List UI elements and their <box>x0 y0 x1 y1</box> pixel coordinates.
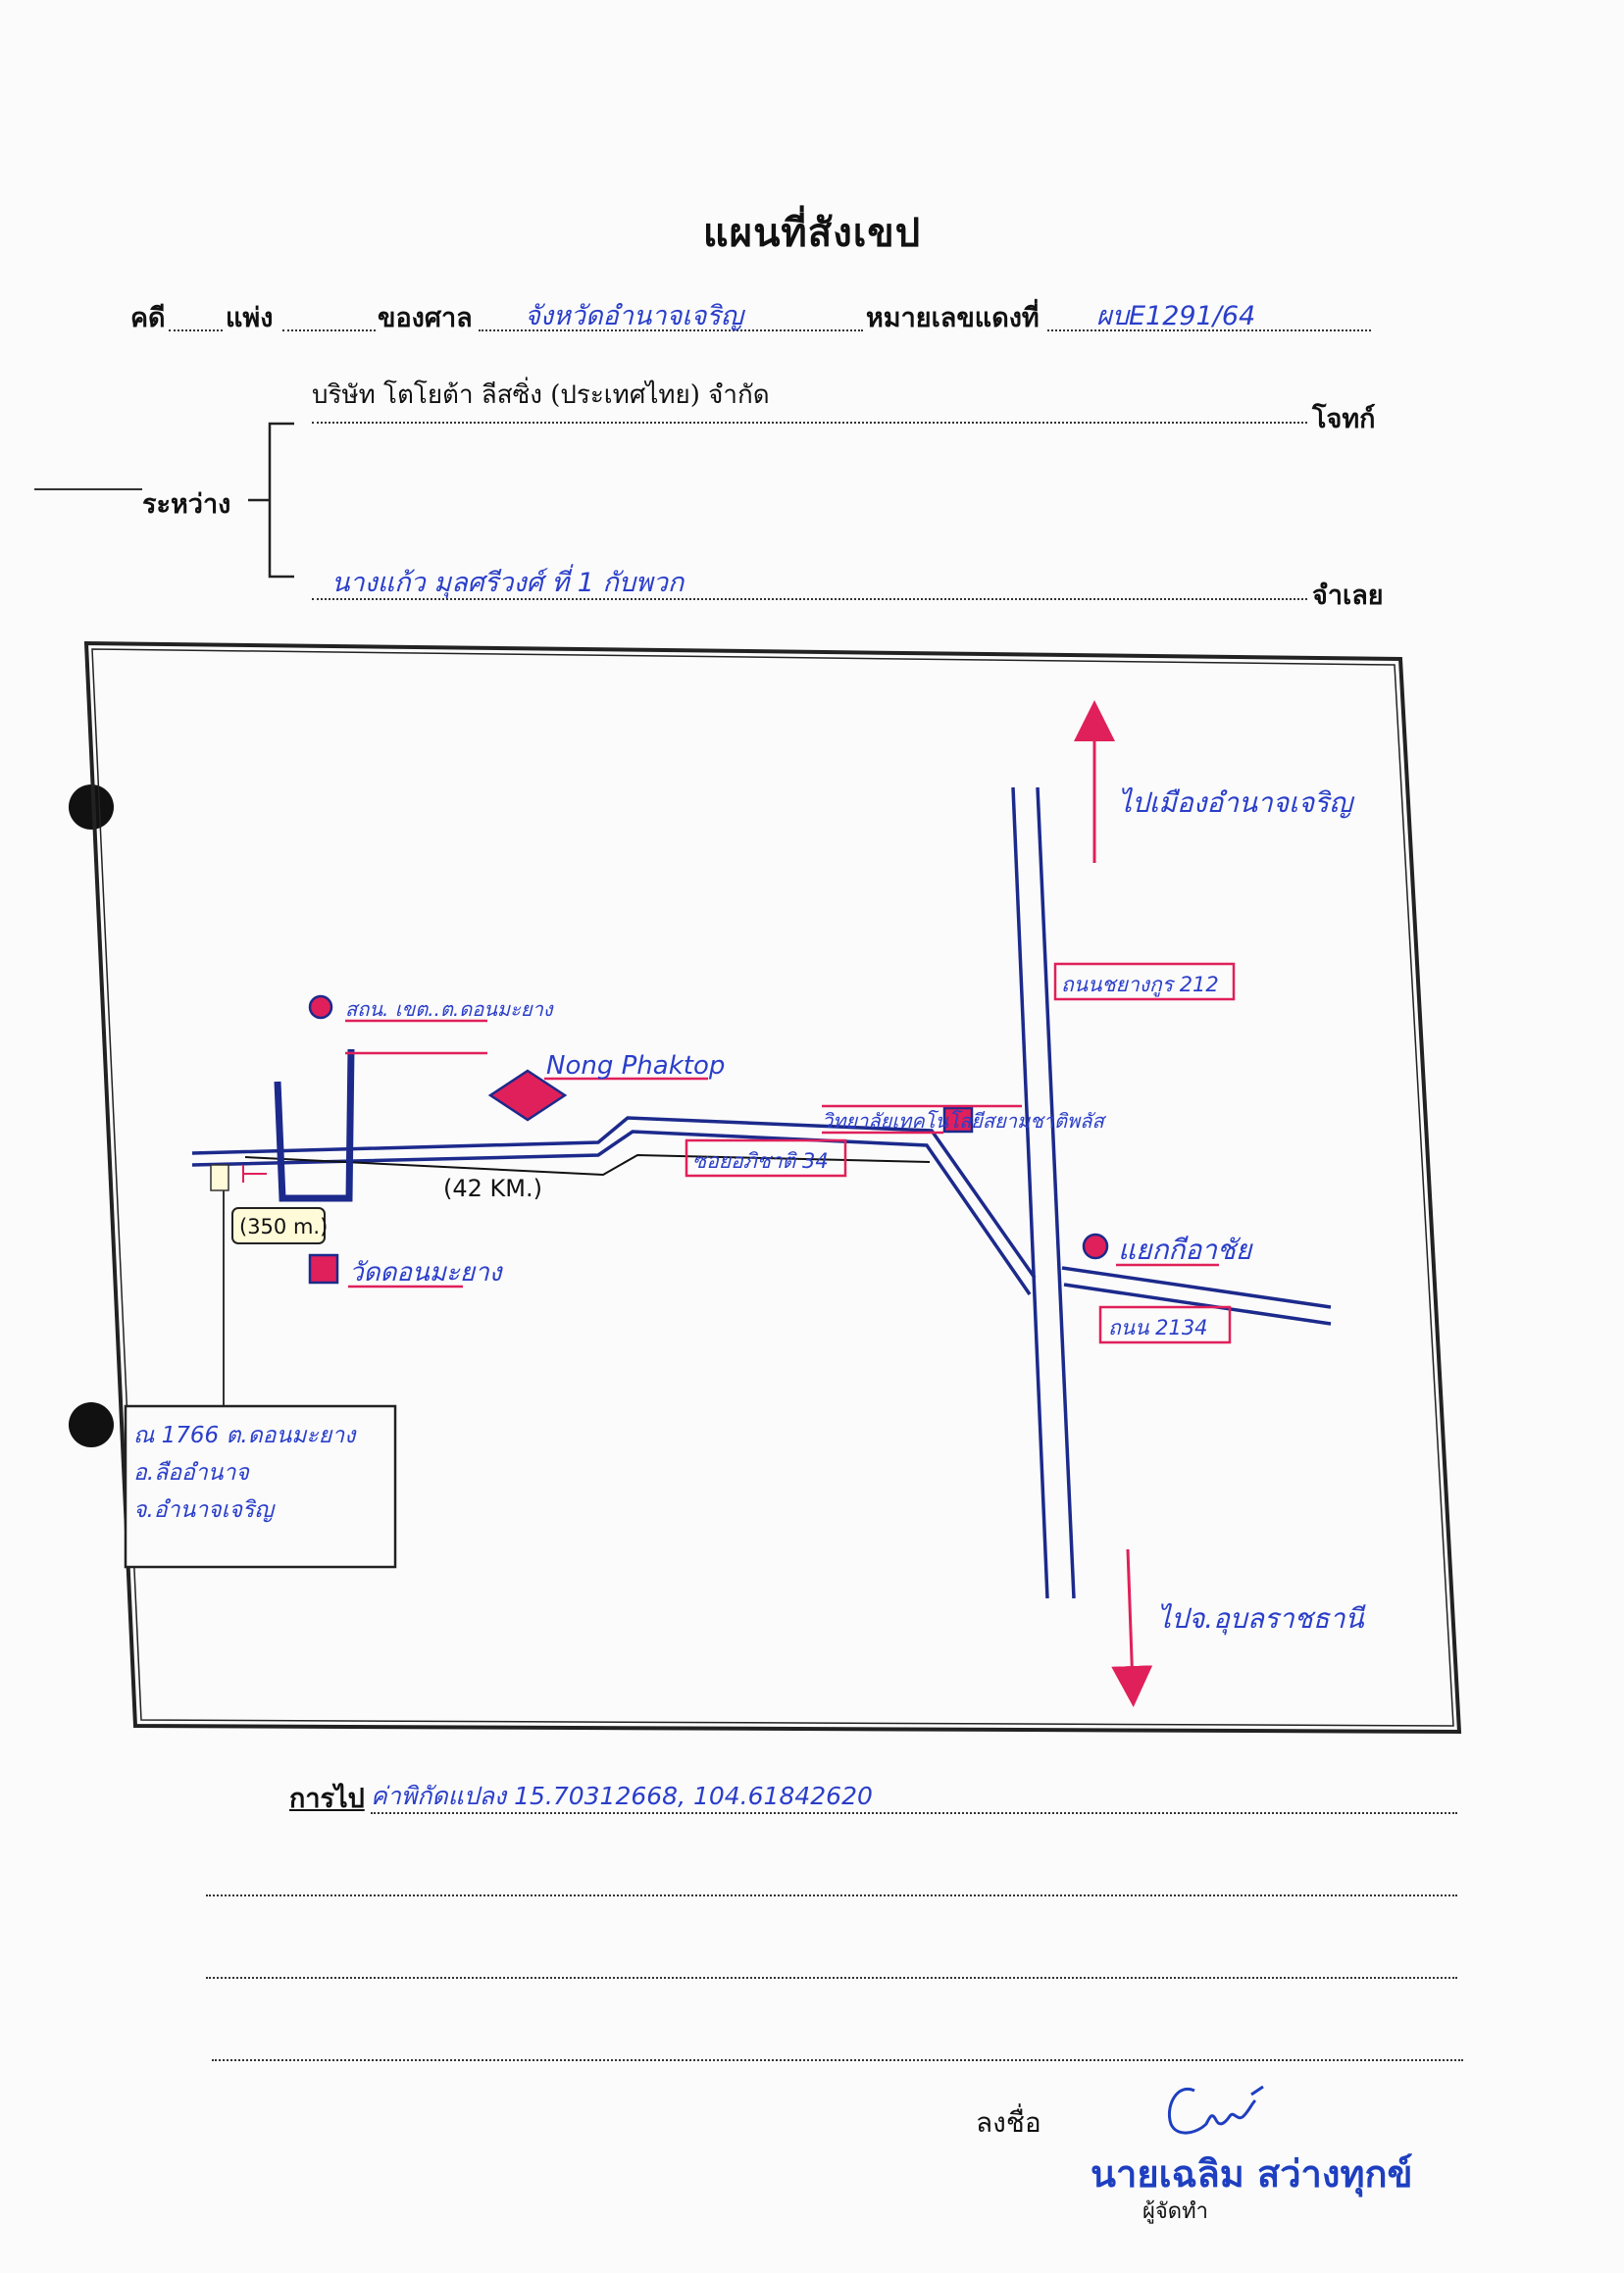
document-title: แผนที่สังเขป <box>702 210 922 256</box>
sign-label: ลงชื่อ <box>976 2106 1041 2139</box>
court-blank <box>479 329 863 331</box>
plaintiff-value: บริษัท โตโยต้า ลีสซิ่ง (ประเทศไทย) จำกัด <box>312 380 770 410</box>
to-ubon-label: ไปจ.อุบลราชธานี <box>1157 1602 1366 1636</box>
health-center-marker <box>308 994 333 1020</box>
defendant-value: นางแก้ว มุลศรีวงศ์ ที่ 1 กับพวก <box>331 568 685 598</box>
soi-label: ซอยอภิชาติ 34 <box>692 1149 829 1173</box>
road-2134 <box>1061 1266 1332 1326</box>
case-blank <box>169 329 223 331</box>
red-number-label: หมายเลขแดงที่ <box>866 303 1040 333</box>
defendant-label: จำเลย <box>1312 581 1384 611</box>
route-line-2 <box>206 1894 1457 1896</box>
address-box <box>124 1404 397 1569</box>
distance-short-label: (350 m.) <box>239 1215 328 1238</box>
to-amnat-label: ไปเมืองอำนาจเจริญ <box>1118 786 1355 819</box>
map-frame <box>83 640 1462 1735</box>
temple-label: วัดดอนมะยาง <box>349 1258 504 1288</box>
road-212-box <box>1053 962 1236 1001</box>
main-road <box>191 1116 1037 1295</box>
red-number-blank <box>1047 329 1371 331</box>
road-212-label: ถนนชยางกูร 212 <box>1061 973 1219 997</box>
binding-hole-bottom <box>69 1402 114 1447</box>
case-label: คดี <box>130 303 166 333</box>
route-value: ค่าพิกัดแปลง 15.70312668, 104.61842620 <box>371 1782 873 1810</box>
road-2134-label: ถนน 2134 <box>1108 1316 1208 1339</box>
plaintiff-blank <box>312 422 1307 424</box>
side-lane <box>274 1048 355 1202</box>
soi-box <box>685 1138 847 1178</box>
route-line-1 <box>371 1812 1457 1814</box>
site-flag <box>210 1164 229 1191</box>
handwritten-signature <box>1168 2085 1264 2135</box>
between-line <box>34 488 142 490</box>
route-line-3 <box>206 1977 1457 1979</box>
route-line-4 <box>212 2059 1463 2061</box>
case-type-label: แพ่ง <box>226 303 274 333</box>
nong-phaktop-marker <box>487 1069 568 1122</box>
defendant-blank <box>312 598 1307 600</box>
signer-role: ผู้จัดทำ <box>1142 2199 1208 2224</box>
red-number-value: ผบE1291/64 <box>1096 301 1256 331</box>
college-marker <box>942 1106 974 1134</box>
nong-phaktop-label: Nong Phaktop <box>546 1051 725 1081</box>
road-2134-box <box>1098 1305 1232 1344</box>
temple-marker <box>308 1253 339 1285</box>
arrow-south <box>1111 1548 1153 1707</box>
distance-short-box <box>231 1207 326 1244</box>
address-text: ณ 1766 ต.ดอนมะยาง อ.ลืออำนาจ จ.อำนาจเจริ… <box>133 1423 356 1523</box>
junction-marker <box>1082 1233 1109 1260</box>
plaintiff-label: โจทก์ <box>1312 404 1376 434</box>
party-bracket <box>248 422 294 579</box>
case-type-blank <box>282 329 376 331</box>
between-label: ระหว่าง <box>142 489 231 520</box>
map-frame-inner <box>91 648 1454 1727</box>
distance-main-label: (42 KM.) <box>443 1175 542 1202</box>
signer-name: นายเฉลิม สว่างทุกข์ <box>1091 2151 1413 2196</box>
court-label: ของศาล <box>378 303 473 333</box>
junction-label: แยกกีอาชัย <box>1118 1234 1253 1266</box>
highway-212 <box>1011 786 1076 1599</box>
route-label: การไป <box>289 1784 365 1814</box>
health-center-label: สถน. เขต..ต.ดอนมะยาง <box>345 997 554 1021</box>
court-value: จังหวัดอำนาจเจริญ <box>525 301 743 331</box>
college-label: วิทยาลัยเทคโนโลยีสยามชาติพลัส <box>822 1109 1106 1133</box>
